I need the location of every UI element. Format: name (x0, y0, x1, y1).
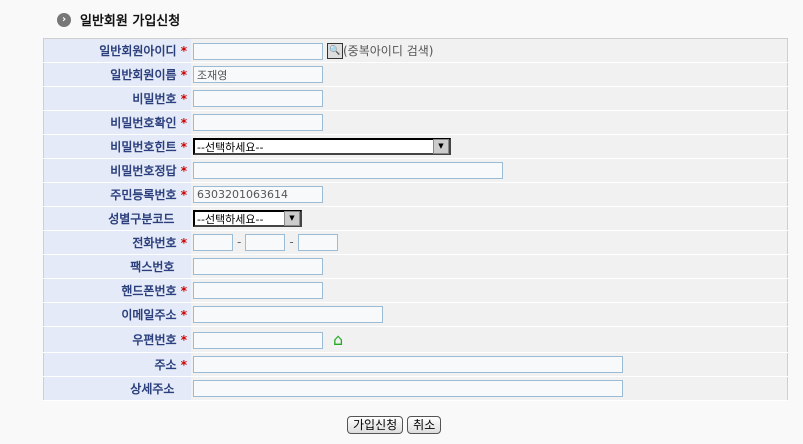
home-icon[interactable]: ⌂ (333, 330, 344, 349)
submit-button[interactable]: 가입신청 (347, 416, 404, 434)
chevron-down-icon: ▼ (433, 139, 449, 154)
chevron-right-icon: › (57, 12, 71, 27)
password-hint-select[interactable]: --선택하세요--▼ (193, 138, 451, 155)
member-name-input[interactable] (193, 66, 323, 83)
search-icon[interactable]: 🔍 (327, 43, 343, 59)
password-confirm-input[interactable] (193, 114, 323, 131)
email-input[interactable] (193, 306, 383, 323)
resident-number-input[interactable] (193, 186, 323, 203)
address-detail-input[interactable] (193, 380, 623, 397)
zipcode-input[interactable] (193, 332, 323, 349)
fax-input[interactable] (193, 258, 323, 275)
phone-part1-input[interactable] (193, 234, 233, 251)
address-input[interactable] (193, 356, 623, 373)
page-title: ›일반회원 가입신청 (57, 10, 180, 29)
signup-form: 일반회원아이디 * 🔍(중복아이디 검색) 일반회원이름 * 비밀번호 * 비밀… (43, 38, 788, 401)
password-input[interactable] (193, 90, 323, 107)
password-answer-input[interactable] (193, 162, 503, 179)
phone-part2-input[interactable] (245, 234, 286, 251)
gender-select[interactable]: --선택하세요--▼ (193, 210, 302, 227)
mobile-input[interactable] (193, 282, 323, 299)
phone-part3-input[interactable] (297, 234, 338, 251)
member-id-input[interactable] (193, 42, 323, 60)
duplicate-id-check-link[interactable]: (중복아이디 검색) (343, 43, 434, 58)
cancel-button[interactable]: 취소 (407, 416, 442, 434)
chevron-down-icon: ▼ (284, 211, 300, 226)
